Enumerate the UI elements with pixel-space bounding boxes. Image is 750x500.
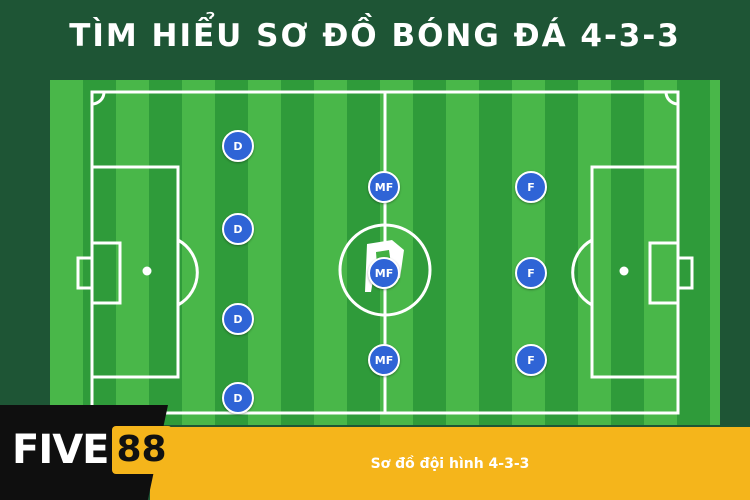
- player-defender: D: [222, 213, 254, 245]
- right-goal: [676, 256, 694, 290]
- corner-arc-top-right: [664, 91, 679, 106]
- brand-logo: FIVE 88: [12, 420, 172, 480]
- page-title: TÌM HIỂU SƠ ĐỒ BÓNG ĐÁ 4-3-3: [69, 18, 681, 54]
- brand-number: 88: [111, 426, 172, 474]
- right-penalty-box: [590, 165, 680, 379]
- left-penalty-spot: [142, 266, 152, 276]
- player-defender: D: [222, 303, 254, 335]
- left-penalty-arc: [177, 238, 199, 307]
- player-midfielder: MF: [368, 171, 400, 203]
- player-forward: F: [515, 257, 547, 289]
- center-circle: [338, 223, 432, 317]
- left-goal: [76, 256, 94, 290]
- image-caption: Sơ đồ đội hình 4-3-3: [370, 455, 530, 472]
- player-forward: F: [515, 171, 547, 203]
- left-goal-area: [90, 241, 122, 305]
- pitch-markings: [76, 90, 694, 415]
- player-midfielder: MF: [368, 257, 400, 289]
- right-goal-area: [648, 241, 680, 305]
- brand-word: FIVE: [12, 427, 109, 473]
- right-penalty-spot: [619, 266, 629, 276]
- left-penalty-box: [90, 165, 180, 379]
- corner-arc-top-left: [91, 91, 106, 106]
- caption-band: [150, 427, 750, 500]
- player-defender: D: [222, 382, 254, 414]
- right-penalty-arc: [571, 238, 593, 307]
- player-defender: D: [222, 130, 254, 162]
- player-midfielder: MF: [368, 344, 400, 376]
- player-forward: F: [515, 344, 547, 376]
